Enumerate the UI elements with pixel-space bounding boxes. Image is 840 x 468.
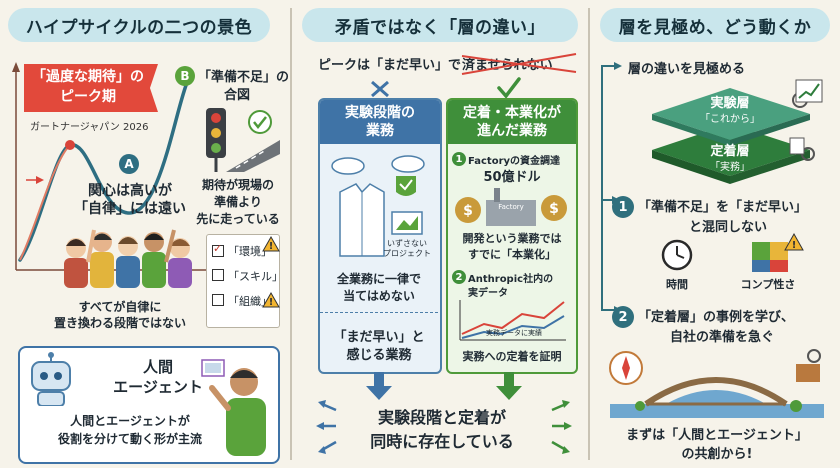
trend-chart-icon — [795, 79, 823, 103]
empty-box-icon — [212, 269, 224, 281]
checked-box-icon — [212, 245, 224, 257]
empty-box-icon — [212, 294, 224, 306]
point-b-badge: B — [175, 66, 195, 86]
panel-divider — [290, 8, 292, 460]
warning-icon: ! — [262, 236, 280, 252]
point-b-text-line1: 「準備不足」の — [198, 70, 290, 85]
middle-subtitle-part1: ピークは「まだ早い」で — [318, 58, 462, 73]
peak-label-line1: 「過度な期待」の — [32, 69, 144, 85]
footer-line1: まずは「人間とエージェント」 — [626, 428, 808, 443]
point-b-text-line2: 合図 — [223, 88, 250, 103]
layer-est-line1: 定着層 — [710, 144, 750, 159]
step-2-text-line1: 「定着層」の事例を学び、 — [638, 310, 795, 325]
established-column — [446, 98, 578, 374]
growth-chart-icon — [459, 300, 566, 341]
exp-project-line1: いずさない — [387, 239, 427, 248]
established-header: 定着・本業化が進んだ業務 — [448, 100, 576, 144]
check-icon — [497, 77, 521, 99]
bridge-illustration — [609, 349, 824, 418]
svg-text:!: ! — [269, 297, 274, 308]
experimental-header: 実験段階の業務 — [320, 100, 440, 144]
layer-exp-line1: 実験層 — [710, 96, 750, 111]
est-item1-line4: すでに「本業化」 — [467, 248, 557, 261]
layer-est-line2: 「実務」 — [710, 162, 750, 173]
step-1-text-line2: と混同しない — [688, 220, 767, 235]
exp-bottom-line2: 感じる業務 — [346, 348, 412, 363]
strikethrough-mark — [461, 53, 577, 75]
check-skill: 「スキル」 — [212, 268, 283, 284]
cross-icon — [371, 80, 389, 98]
middle-bottom-line1: 実験段階と定着が — [377, 408, 506, 427]
agent-text-line1: 人間とエージェントが — [70, 414, 190, 428]
footer-line2: の共創から! — [681, 447, 753, 462]
robot-icon — [31, 352, 71, 406]
icon-cost-label: コンプ性さ — [740, 278, 796, 291]
b-desc-line1: 期待が現場の — [201, 178, 274, 192]
point-a-text-line1: 関心は高いが — [88, 183, 172, 199]
lab-coat-icon — [331, 155, 425, 257]
b-desc-line2: 準備より — [214, 195, 262, 209]
svg-text:$: $ — [463, 203, 473, 219]
est-item1-line1: Factoryの資金調達 — [468, 156, 561, 167]
est-item2-line3: 実務への定着を証明 — [462, 350, 562, 363]
b-desc-line3: 先に走っている — [196, 212, 280, 226]
est-item1-line2: 50億ドル — [483, 170, 541, 185]
source-label: ガートナージャパン 2026 — [30, 122, 149, 133]
agent-title-line2: エージェント — [113, 378, 203, 396]
step-1-text-line1: 「準備不足」を「まだ早い」 — [638, 200, 808, 215]
left-panel-title: ハイプサイクルの二つの景色 — [8, 8, 270, 42]
exp-text-line2: 当てはめない — [343, 289, 415, 303]
crowd-text-line1: すべてが自律に — [78, 300, 162, 314]
step-2-text-line2: 自社の準備を急ぐ — [669, 330, 774, 345]
layer-stack — [652, 88, 815, 184]
peak-label-line2: ピーク期 — [60, 89, 116, 105]
exp-text-line1: 全業務に一律で — [336, 272, 421, 286]
step-2-badge: 2 — [612, 306, 634, 328]
point-a-badge: A — [119, 154, 139, 174]
est-item2-line2: 実データ — [468, 288, 508, 299]
check-organization: 「組織」 — [212, 293, 272, 309]
factory-money-icon: $ $ — [455, 188, 567, 226]
svg-text:!: ! — [792, 240, 797, 251]
est-item1-line3: 開発という業務では — [462, 232, 562, 245]
puzzle-icon: ! — [752, 232, 804, 272]
peak-banner — [24, 64, 158, 112]
warning-icon: ! — [262, 292, 280, 308]
clock-icon — [661, 239, 693, 271]
right-panel-title: 層を見極め、どう動くか — [600, 8, 830, 42]
agent-title-line1: 人間 — [142, 358, 173, 376]
middle-bottom-line2: 同時に存在している — [370, 432, 514, 451]
svg-text:!: ! — [269, 241, 274, 252]
crowd-text-line2: 置き換わる段階ではない — [53, 316, 186, 330]
human-worker-icon — [201, 359, 266, 456]
point-a-text-line2: 「自律」には遠い — [74, 201, 186, 217]
step-1-badge: 1 — [612, 196, 634, 218]
factory-label: Factory — [498, 203, 524, 211]
svg-text:$: $ — [549, 201, 559, 217]
exp-bottom-line1: 「まだ早い」と — [333, 330, 425, 345]
exp-project-line2: プロジェクト — [383, 249, 431, 258]
layer-exp-line2: 「これから」 — [700, 114, 760, 125]
flow-connector — [601, 62, 622, 314]
item-badge-2: 2 — [452, 270, 466, 284]
item-badge-1: 1 — [452, 152, 466, 166]
middle-panel-title: 矛盾ではなく「層の違い」 — [302, 8, 578, 42]
exp-separator — [320, 312, 438, 314]
layer-caption: 層の違いを見極める — [628, 62, 746, 77]
traffic-light-icon — [206, 108, 280, 172]
panel-divider — [588, 8, 590, 460]
icon-time-label: 時間 — [666, 278, 688, 291]
est-item2-line1: Anthropic社内の — [468, 274, 554, 285]
convergence-arrows — [316, 372, 572, 454]
check-environment: 「環境」 — [212, 243, 272, 259]
chart-label: 実務データに実績 — [486, 329, 542, 337]
crowd-illustration — [64, 229, 192, 288]
agent-text-line2: 役割を分けて動く形が主流 — [57, 432, 202, 446]
